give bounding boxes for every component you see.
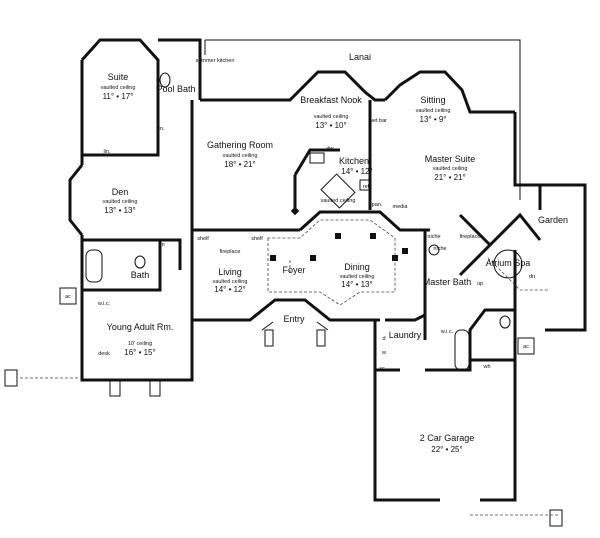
kitchen-dims: 14° • 12° xyxy=(341,167,372,176)
ref-label: ref xyxy=(363,184,370,190)
niche-a-label: niche xyxy=(427,234,440,240)
dining-dims: 14° • 13° xyxy=(341,280,372,289)
bath-label: Bath xyxy=(131,270,150,280)
wic-young-label: w.i.c. xyxy=(97,301,111,307)
room-garden: Garden xyxy=(538,215,568,225)
room-foyer: Foyer xyxy=(282,265,305,275)
room-gathering: Gathering Room vaulted ceiling 18° • 21° xyxy=(207,140,273,169)
suite-note: vaulted ceiling xyxy=(101,85,136,91)
room-garage: 2 Car Garage 22° • 25° xyxy=(420,433,475,454)
room-entry: Entry xyxy=(283,314,305,324)
room-dining: Dining vaulted ceiling 14° • 13° xyxy=(340,262,375,289)
fixtures xyxy=(85,72,523,371)
niche-b-label: niche xyxy=(433,246,446,252)
breakfast-dims: 13° • 10° xyxy=(315,121,346,130)
entry-label: Entry xyxy=(283,314,305,324)
room-living: Living vaulted ceiling 14° • 12° xyxy=(213,267,248,294)
fireplace-master-label: fireplace xyxy=(460,234,481,240)
room-suite: Suite vaulted ceiling 11° • 17° xyxy=(101,72,136,101)
fireplace-living-label: fireplace xyxy=(220,249,241,255)
annotations: lin. lin. lin wet bar dw ref pan. media … xyxy=(65,118,535,372)
den-label: Den xyxy=(112,187,129,197)
up-label: up xyxy=(477,281,483,287)
pan-label: pan. xyxy=(372,202,383,208)
exterior-walls xyxy=(68,38,587,502)
gathering-label: Gathering Room xyxy=(207,140,273,150)
gathering-note: vaulted ceiling xyxy=(223,153,258,159)
shelf-left-label: shelf xyxy=(197,236,209,242)
dw-label: dw xyxy=(326,146,333,152)
summer-kitchen-label: summer kitchen xyxy=(196,58,235,64)
ac-right-label: ac xyxy=(523,344,529,350)
room-pool-bath: Pool Bath summer kitchen xyxy=(156,58,234,94)
dining-note: vaulted ceiling xyxy=(340,274,375,280)
room-laundry: Laundry xyxy=(389,330,422,340)
kitchen-vaulted-note: vaulted ceiling xyxy=(321,198,356,204)
room-sitting: Sitting vaulted ceiling 13° • 9° xyxy=(416,95,451,124)
room-young-adult: Young Adult Rm. 10' ceiling 16° • 15° xyxy=(107,322,174,357)
room-atrium-spa: Atrium Spa xyxy=(486,258,531,268)
front-posts xyxy=(4,287,563,527)
interior-walls xyxy=(82,100,542,372)
breakfast-label: Breakfast Nook xyxy=(300,95,362,105)
room-den: Den vaulted ceiling 13° • 13° xyxy=(103,187,138,215)
atrium-spa-label: Atrium Spa xyxy=(486,258,531,268)
room-lanai: Lanai xyxy=(349,52,371,62)
garden-label: Garden xyxy=(538,215,568,225)
washer-label: w xyxy=(381,350,386,356)
pool-bath-label: Pool Bath xyxy=(156,84,195,94)
dining-label: Dining xyxy=(344,262,370,272)
laundry-label: Laundry xyxy=(389,330,422,340)
water-heater-label: wh xyxy=(482,364,490,370)
lanai-outline xyxy=(204,39,521,200)
room-bath: Bath xyxy=(131,270,150,280)
suite-label: Suite xyxy=(108,72,129,82)
kitchen-island xyxy=(293,148,371,210)
gathering-dims: 18° • 21° xyxy=(224,160,255,169)
young-adult-dims: 16° • 15° xyxy=(124,348,155,357)
sitting-note: vaulted ceiling xyxy=(416,108,451,114)
room-master-suite: Master Suite vaulted ceiling 21° • 21° xyxy=(425,154,476,182)
lin-den-label: lin. xyxy=(103,149,111,155)
garage-dims: 22° • 25° xyxy=(431,445,462,454)
young-adult-label: Young Adult Rm. xyxy=(107,322,174,332)
entry-columns xyxy=(261,321,329,347)
shelf-right-label: shelf xyxy=(251,236,263,242)
lin-suite-label: lin. xyxy=(157,126,165,132)
desk-label: desk xyxy=(98,351,110,357)
foyer-label: Foyer xyxy=(282,265,305,275)
living-label: Living xyxy=(218,267,242,277)
living-note: vaulted ceiling xyxy=(213,279,248,285)
den-note: vaulted ceiling xyxy=(103,199,138,205)
room-master-bath: Master Bath xyxy=(423,277,472,287)
sitting-label: Sitting xyxy=(420,95,445,105)
dashed-lines xyxy=(20,219,560,516)
room-kitchen: Kitchen 14° • 12° vaulted ceiling xyxy=(321,156,373,204)
media-label: media xyxy=(393,204,409,210)
wic-master-label: w.i.c. xyxy=(440,329,454,335)
columns xyxy=(270,206,408,261)
master-bath-label: Master Bath xyxy=(423,277,472,287)
master-suite-note: vaulted ceiling xyxy=(433,166,468,172)
garage-label: 2 Car Garage xyxy=(420,433,475,443)
dn-label: dn xyxy=(529,274,535,280)
wet-bar-label: wet bar xyxy=(368,118,387,124)
suite-dims: 11° • 17° xyxy=(103,92,134,101)
sc-label: sc xyxy=(379,366,385,372)
kitchen-label: Kitchen xyxy=(339,156,369,166)
lin-bath-label: lin xyxy=(159,242,165,248)
master-suite-label: Master Suite xyxy=(425,154,476,164)
living-dims: 14° • 12° xyxy=(214,285,245,294)
sitting-dims: 13° • 9° xyxy=(420,115,447,124)
breakfast-note: vaulted ceiling xyxy=(314,114,349,120)
master-suite-dims: 21° • 21° xyxy=(434,173,465,182)
dryer-label: d xyxy=(382,336,385,342)
young-adult-note: 10' ceiling xyxy=(128,341,152,347)
den-dims: 13° • 13° xyxy=(104,206,135,215)
ac-left-label: ac xyxy=(65,294,71,300)
lanai-label: Lanai xyxy=(349,52,371,62)
room-breakfast: Breakfast Nook vaulted ceiling 13° • 10° xyxy=(300,95,362,130)
